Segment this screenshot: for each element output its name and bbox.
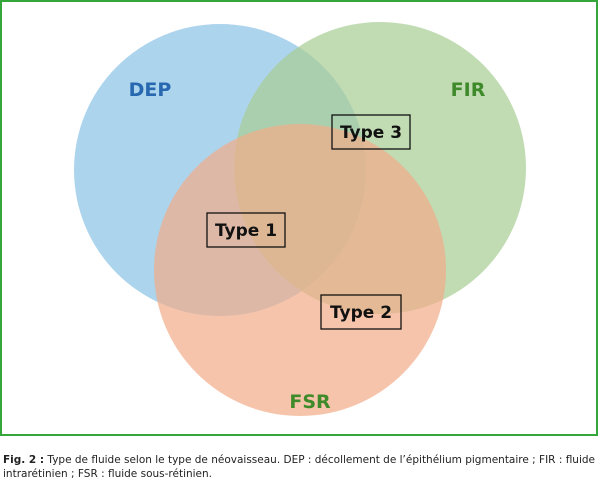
fir-label: FIR: [451, 79, 486, 101]
type1-box: Type 1: [206, 212, 286, 248]
venn-diagram: DEP FIR FSR Type 3 Type 1 Type 2: [74, 22, 526, 416]
type1-label: Type 1: [215, 221, 277, 241]
caption-label: Fig. 2 :: [3, 454, 45, 466]
caption-text: Type de fluide selon le type de néovaiss…: [3, 454, 596, 480]
fsr-circle: [154, 124, 446, 416]
type2-label: Type 2: [330, 303, 392, 323]
type2-box: Type 2: [320, 294, 402, 330]
type3-label: Type 3: [340, 123, 402, 143]
type3-box: Type 3: [331, 114, 411, 150]
fsr-label: FSR: [289, 391, 331, 413]
dep-label: DEP: [129, 79, 172, 101]
figure-caption: Fig. 2 : Type de fluide selon le type de…: [3, 453, 599, 481]
figure-frame: [0, 0, 598, 436]
